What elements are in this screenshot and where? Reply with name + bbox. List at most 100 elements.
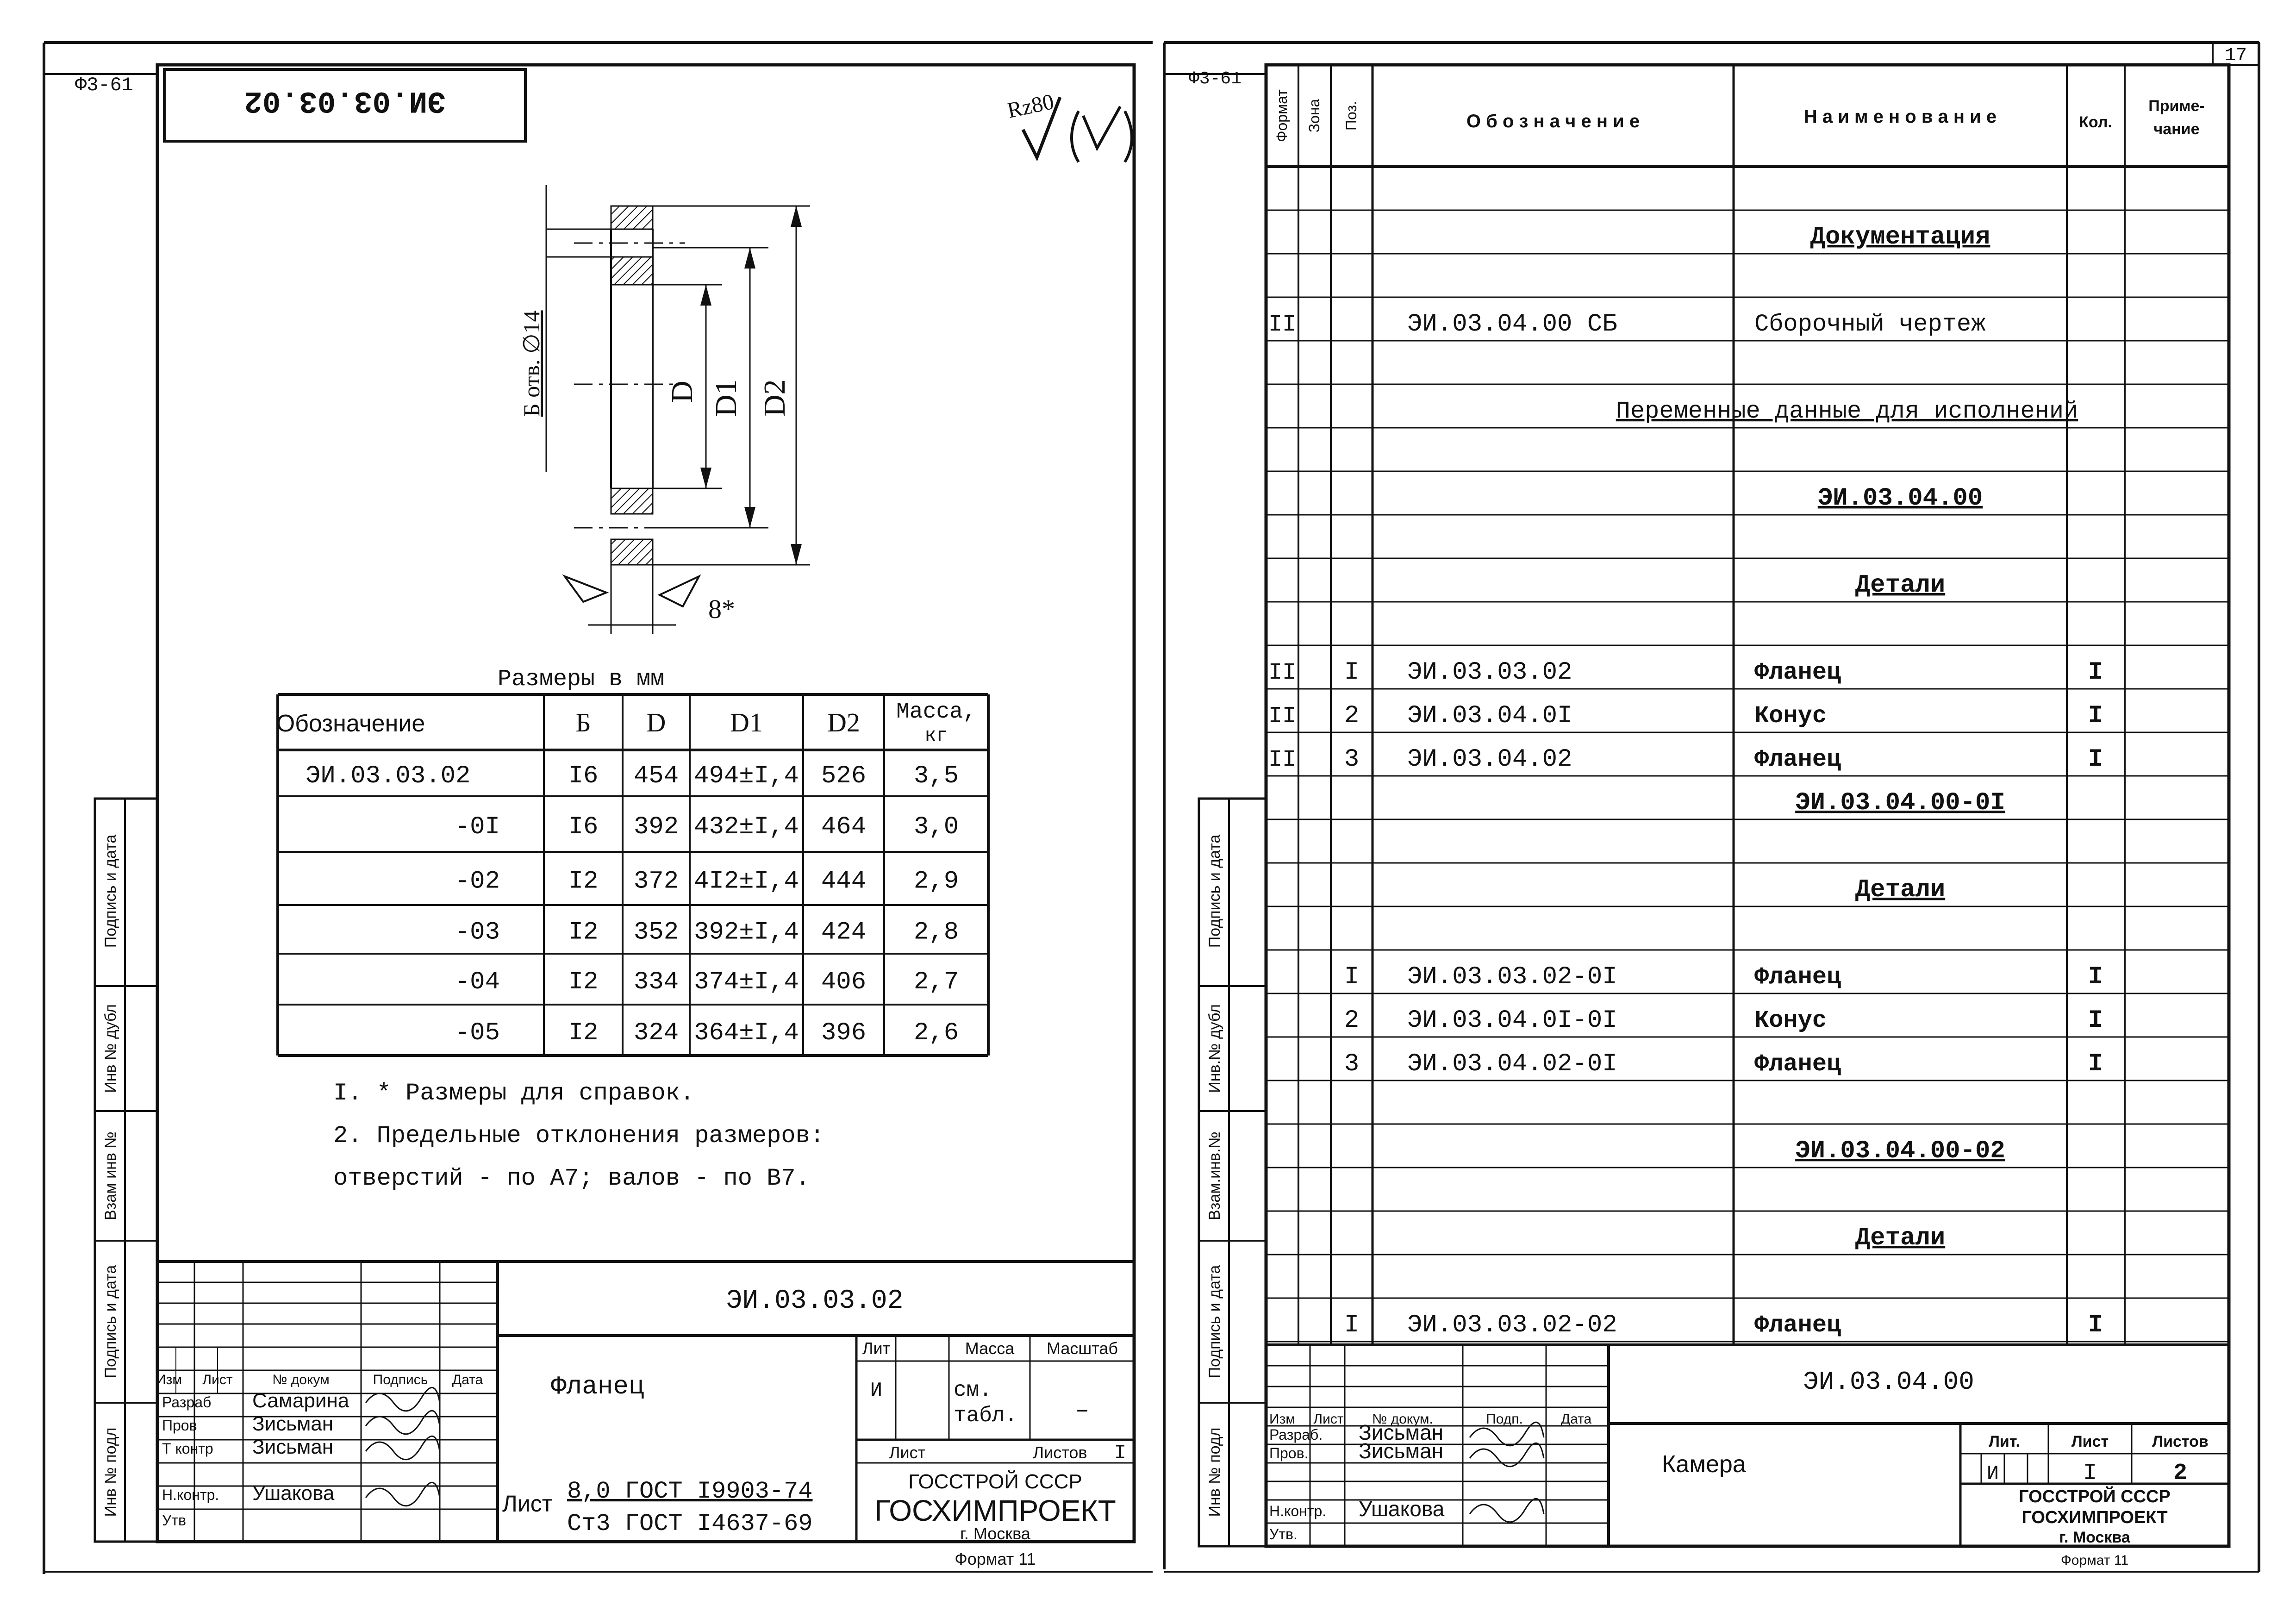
rtb-sheets-value: 2 [2173,1460,2187,1487]
table-cell-r4-c1: I2 [568,968,599,996]
lit-label: Лит [862,1339,890,1358]
table-cell-r0-c3: 494±I,4 [694,762,799,790]
title-person-2: Зисьман [252,1436,333,1458]
table-cell-r2-c4: 444 [821,868,866,896]
spec-des-26: ЭИ.03.03.02-02 [1407,1311,1617,1339]
spec-header-name: Н а и м е н о в а н и е [1804,106,1997,127]
title-person-1: Зисьман [252,1412,333,1435]
table-cell-r1-c2: 392 [634,813,679,841]
dim-arrow [791,206,802,227]
spec-qty-18: I [2088,963,2103,991]
table-cell-r3-c1: I2 [568,918,599,947]
title-person-0: Самарина [252,1389,349,1412]
table-cell-r5-c3: 364±I,4 [694,1019,799,1047]
scale-label: Масштаб [1047,1339,1118,1358]
roughness-value: Rz80 [1005,89,1056,123]
dim-arrow [744,248,755,269]
table-cell-r3-c2: 352 [634,918,679,947]
spec-name-18: Фланец [1754,963,1841,991]
note-2: 2. Предельные отклонения размеров: [333,1122,824,1149]
table-header-1: Б [575,707,591,737]
rtb-sheets-label: Листов [2152,1433,2209,1450]
dim-label-d2: D2 [758,379,792,417]
rtb-role-4: Утв. [1269,1526,1298,1543]
right-format-code: Ф3-61 [1189,69,1242,89]
table-cell-r2-c0: -02 [455,868,500,896]
table-cell-r1-c4: 464 [821,813,866,841]
side-label-1: Инв № дубл [102,1004,119,1093]
table-cell-r1-c0: -0I [455,813,500,841]
material-line-2: Ст3 ГОСТ I4637-69 [567,1510,813,1537]
rtb-designation: ЭИ.03.04.00 [1803,1367,1974,1397]
rtb-role-1: Пров. [1269,1445,1308,1462]
title-name: Фланец [551,1372,644,1401]
table-header-mass: Масса, [896,700,976,725]
spec-header-0: Формат [1273,89,1290,142]
side-label-3: Подпись и дата [102,1265,119,1379]
roughness-check-mark [1021,96,1062,162]
title-col-header-0: Изм [156,1372,182,1387]
spec-pos-11: I [1344,658,1359,687]
table-cell-r1-c1: I6 [568,813,599,841]
spec-des-20: ЭИ.03.04.02-0I [1407,1050,1617,1078]
spec-qty-11: I [2088,658,2103,687]
hatch-segment-top-1 [610,205,654,230]
spec-des-11: ЭИ.03.03.02 [1407,658,1572,687]
title-role-5: Утв [162,1512,186,1529]
dim-arrow [700,468,711,488]
spec-section-14: ЭИ.03.04.00-0I [1795,789,2005,817]
title-role-0: Разраб [162,1394,211,1411]
dim-arrow [700,285,711,306]
table-cell-r0-c5: 3,5 [914,762,959,790]
rtb-col-header-3: Подп. [1486,1412,1523,1427]
side-label-0: Подпись и дата [102,835,119,948]
rtb-name: Камера [1662,1451,1746,1478]
hatch-segment-bottom-2 [610,538,654,566]
table-cell-r0-c0: ЭИ.03.03.02 [306,762,470,790]
spec-des-12: ЭИ.03.04.0I [1407,702,1572,730]
side-label-2: Взам инв № [102,1131,119,1220]
scale-value: – [1075,1398,1089,1424]
right-side-label-2: Взам.инв.№ [1206,1131,1223,1220]
table-cell-r3-c4: 424 [821,918,866,947]
rtb-lit-label: Лит. [1989,1433,2020,1450]
rtb-signature-0 [1469,1422,1545,1447]
spec-pos-18: I [1344,963,1359,991]
table-cell-r3-c0: -03 [455,918,500,947]
right-side-label-0: Подпись и дата [1206,835,1223,948]
rtb-role-3: Н.контр. [1269,1503,1326,1519]
table-cell-r1-c3: 432±I,4 [694,813,799,841]
spec-name-26: Фланец [1754,1312,1841,1339]
roughness-paren-right [1123,110,1133,163]
roughness-check-small [1082,106,1122,151]
spec-qty-20: I [2088,1050,2103,1078]
signature-0 [365,1387,441,1412]
table-cell-r0-c4: 526 [821,762,866,790]
table-header-0: Обозначение [276,710,425,737]
spec-des-3: ЭИ.03.04.00 СБ [1407,310,1617,338]
rtb-org-line-2: ГОСХИМПРОЕКТ [2021,1508,2167,1527]
title-col-header-4: Дата [452,1372,483,1387]
table-cell-r5-c5: 2,6 [914,1019,959,1047]
spec-qty-13: I [2088,745,2103,774]
org-line-2: ГОСХИМПРОЕКТ [874,1494,1116,1527]
spec-pos-13: 3 [1344,745,1359,774]
rtb-org-line-1: ГОССТРОЙ СССР [2019,1486,2171,1506]
mirrored-stamp-box [163,68,527,143]
title-col-header-1: Лист [202,1372,232,1387]
dim-label-thickness: 8* [708,594,735,624]
spec-header-designation: О б о з н а ч е н и е [1466,111,1640,131]
mass-label: Масса [965,1339,1015,1358]
rtb-format: Формат 11 [2061,1553,2128,1568]
sheets-value: I [1114,1442,1126,1465]
table-header-3: D1 [730,707,763,737]
mass-value-2: табл. [954,1404,1017,1428]
right-side-label-4: Инв № подл [1206,1428,1223,1517]
spec-header-note-2: чание [2154,120,2200,138]
right-side-label-1: Инв.№ дубл [1206,1004,1223,1093]
spec-des-19: ЭИ.03.04.0I-0I [1407,1006,1617,1035]
rtb-person-1: Зисьман [1359,1439,1443,1463]
rtb-col-header-1: Лист [1313,1412,1343,1427]
dim-label-d: D [665,381,699,403]
